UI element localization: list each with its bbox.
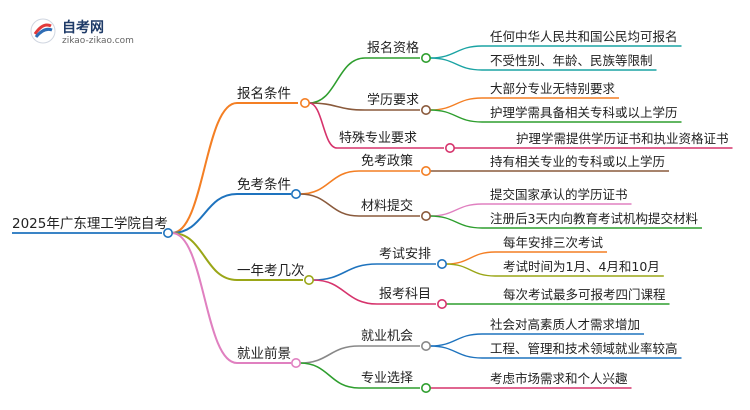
sub-branch-collapse-toggle[interactable] <box>420 166 431 177</box>
branch-connector <box>171 232 238 364</box>
sub-branch-collapse-toggle[interactable] <box>420 105 431 116</box>
branch-collapse-toggle[interactable] <box>303 274 314 285</box>
brand-logo-icon <box>30 18 56 44</box>
leaf-label: 持有相关专业的专科或以上学历 <box>490 154 666 169</box>
leaf-connector <box>429 97 483 111</box>
root-collapse-toggle[interactable] <box>163 228 174 239</box>
leaf-label: 护理学需具备相关专科或以上学历 <box>490 105 678 120</box>
leaf-label: 考虑市场需求和个人兴趣 <box>490 371 628 386</box>
leaf-label: 不受性别、年龄、民族等限制 <box>490 53 653 68</box>
sub-branch-connector <box>299 170 360 195</box>
leaf-connector <box>429 215 483 229</box>
sub-branch-label: 材料提交 <box>361 199 414 214</box>
sub-branch-label: 就业机会 <box>361 329 414 344</box>
leaf-label: 注册后3天内向教育考试机构提交材料 <box>490 211 698 226</box>
sub-branch-label: 报考科目 <box>379 287 432 302</box>
sub-branch-collapse-toggle[interactable] <box>444 143 455 154</box>
leaf-connector <box>445 263 496 277</box>
leaf-label: 社会对高素质人才需求增加 <box>490 317 641 332</box>
sub-branch-label: 免考政策 <box>361 154 414 169</box>
sub-branch-connector <box>308 57 366 104</box>
leaf-label: 考试时间为1月、4月和10月 <box>503 259 660 274</box>
sub-branch-label: 专业选择 <box>361 371 414 386</box>
leaf-label: 提交国家承认的学历证书 <box>490 187 628 202</box>
sub-branch-label: 报名资格 <box>367 41 420 56</box>
branch-collapse-toggle[interactable] <box>290 357 301 368</box>
branch-collapse-toggle[interactable] <box>299 98 310 109</box>
branch-collapse-toggle[interactable] <box>290 189 301 200</box>
leaf-connector <box>429 45 483 59</box>
leaf-connector <box>445 251 496 265</box>
sub-branch-label: 学历要求 <box>367 93 420 108</box>
sub-branch-connector <box>312 279 378 305</box>
sub-branch-connector <box>299 193 360 217</box>
leaf-label: 每年安排三次考试 <box>503 235 604 250</box>
leaf-label: 大部分专业无特别要求 <box>490 81 616 96</box>
sub-branch-label: 考试安排 <box>379 247 432 262</box>
sub-branch-collapse-toggle[interactable] <box>420 52 431 63</box>
branch-label: 一年考几次 <box>237 263 305 279</box>
sub-branch-collapse-toggle[interactable] <box>420 382 431 393</box>
sub-branch-connector <box>299 362 360 389</box>
sub-branch-collapse-toggle[interactable] <box>420 340 431 351</box>
branch-connector <box>171 102 238 234</box>
leaf-connector <box>429 333 483 347</box>
sub-branch-connector <box>312 263 378 281</box>
sub-branch-connector <box>308 102 338 149</box>
leaf-label: 工程、管理和技术领域就业率较高 <box>490 341 678 356</box>
branch-connector <box>171 232 238 281</box>
brand-url: zikao-zikao.com <box>62 36 134 46</box>
branch-connector <box>171 193 238 234</box>
leaf-connector <box>429 109 483 123</box>
leaf-label: 任何中华人民共和国公民均可报名 <box>490 29 678 44</box>
sub-branch-collapse-toggle[interactable] <box>436 258 447 269</box>
brand-title: 自考网 <box>62 20 104 36</box>
branch-label: 就业前景 <box>237 346 291 362</box>
leaf-connector <box>429 57 483 71</box>
sub-branch-connector <box>308 102 366 111</box>
leaf-connector <box>429 203 483 217</box>
branch-label: 报名条件 <box>237 86 291 102</box>
leaf-label: 护理学需提供学历证书和执业资格证书 <box>516 131 729 146</box>
leaf-connector <box>429 345 483 359</box>
sub-branch-label: 特殊专业要求 <box>339 131 418 146</box>
leaf-label: 每次考试最多可报考四门课程 <box>503 287 666 302</box>
root-node-label: 2025年广东理工学院自考 <box>12 216 168 232</box>
sub-branch-collapse-toggle[interactable] <box>420 211 431 222</box>
sub-branch-collapse-toggle[interactable] <box>436 298 447 309</box>
branch-label: 免考条件 <box>237 177 291 193</box>
sub-branch-connector <box>299 345 360 364</box>
